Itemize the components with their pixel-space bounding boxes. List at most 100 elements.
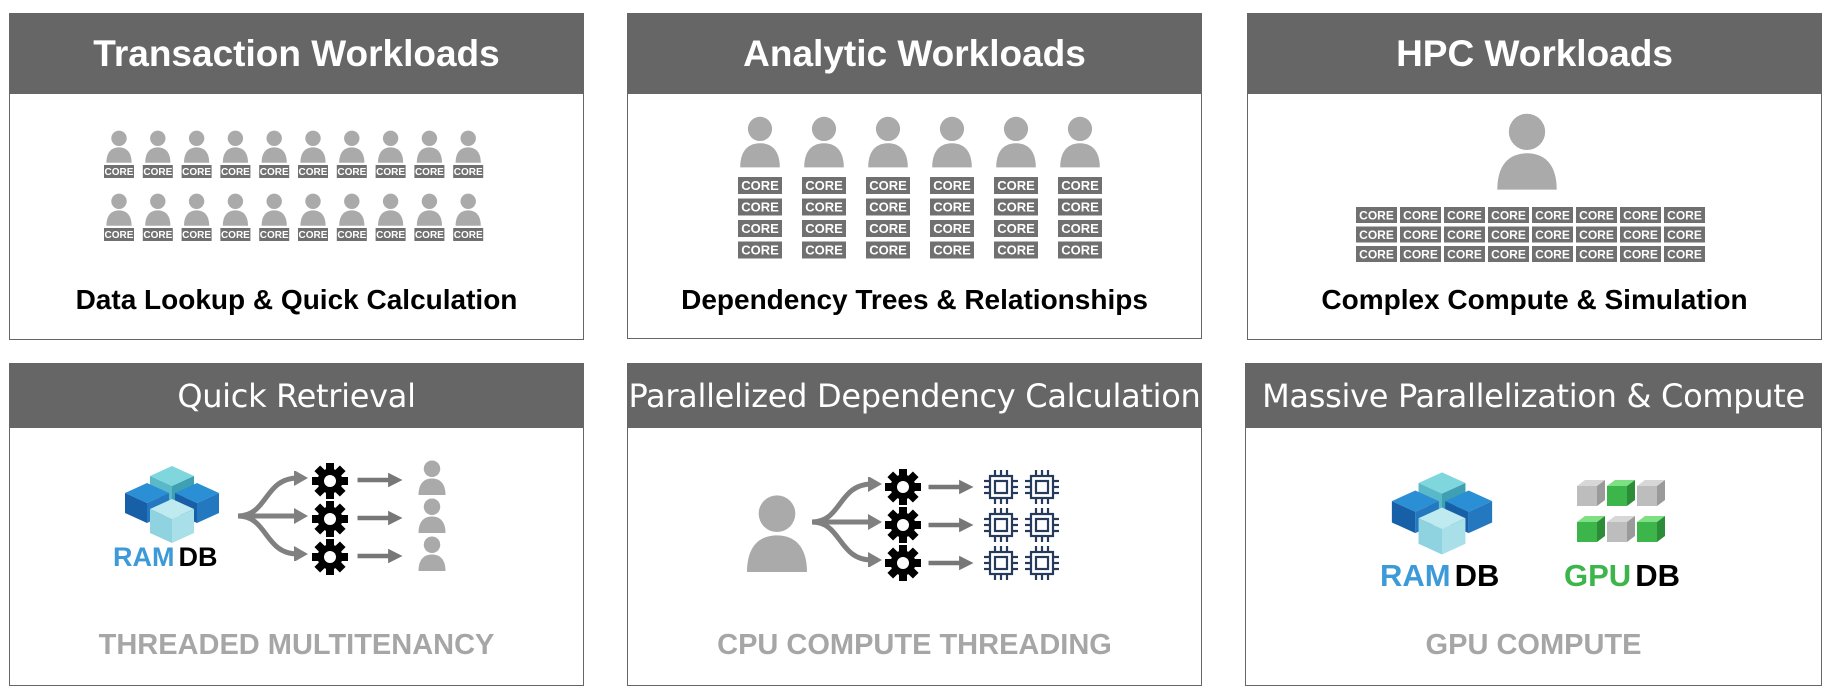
core-label: CORE [741,221,779,236]
panel-caption: CPU COMPUTE THREADING [717,629,1112,661]
panel-title: Quick Retrieval [10,364,583,428]
core-badge: CORE [453,165,484,178]
core-label: CORE [1403,208,1438,222]
core-badge: CORE [414,165,445,178]
user-icon [416,130,442,163]
core-label: CORE [105,167,134,178]
ram-label: RAM [1380,558,1451,593]
core-label: CORE [1667,228,1702,242]
core-badge: CORE [1664,246,1705,262]
core-label: CORE [1447,228,1482,242]
core-badge: CORE [1664,226,1705,243]
core-badge: CORE [104,165,134,178]
core-badge: CORE [994,177,1038,194]
user-icon [222,130,248,163]
db-label: DB [178,542,218,572]
core-label: CORE [1403,228,1438,242]
core-label: CORE [1491,228,1526,242]
user-icon [261,193,287,226]
core-badge: CORE [259,165,290,178]
cpu-chip-icon [1024,545,1060,581]
core-badge: CORE [298,228,328,241]
user-icon [300,130,326,163]
core-label: CORE [1667,208,1702,222]
core-badge: CORE [802,241,846,259]
core-badge: CORE [375,228,406,241]
ram-label: RAM [113,542,175,572]
core-label: CORE [1579,208,1614,222]
user-icon [184,130,210,163]
core-badge: CORE [181,228,212,241]
core-label: CORE [415,230,444,241]
core-label: CORE [1623,247,1658,261]
core-label: CORE [1061,178,1099,193]
core-badge: CORE [738,220,782,237]
core-label: CORE [741,178,779,193]
core-label: CORE [741,200,779,215]
ram-cubes-icon [125,466,219,543]
user-icon [378,130,404,163]
core-badge: CORE [1400,226,1441,243]
core-badge: CORE [1356,207,1397,223]
panel-caption: Dependency Trees & Relationships [681,284,1148,315]
core-badge: CORE [1532,207,1573,223]
user-icon [455,193,481,226]
core-label: CORE [1359,228,1394,242]
core-badge: CORE [1488,226,1529,243]
gpu-cubes-icon [1577,480,1665,542]
core-label: CORE [805,243,843,258]
transaction-users-cores-grid: CORE CORE CORE CORE CORE CORE CORE CORE CORE CORE… [104,130,484,241]
core-label: CORE [1403,247,1438,261]
user-icon [378,193,404,226]
user-icon [145,193,171,226]
user-icon [184,193,210,226]
cpu-chip-icon [983,545,1019,581]
panel-caption: Data Lookup & Quick Calculation [75,284,518,315]
core-badge: CORE [375,165,406,178]
core-badge: CORE [866,177,910,194]
core-label: CORE [805,221,843,236]
gear-icon [885,545,921,581]
core-badge: CORE [994,198,1038,216]
panel-title: Analytic Workloads [628,14,1201,94]
arrow-icon [358,511,403,525]
gear-icon [312,463,348,499]
cpu-chip-icon [983,469,1019,505]
gpu-label: GPU [1564,558,1632,593]
core-badge: CORE [336,228,367,241]
core-label: CORE [1447,247,1482,261]
core-label: CORE [1061,221,1099,236]
core-label: CORE [997,243,1035,258]
user-icon [804,116,844,168]
panel-title: Massive Parallelization & Compute [1246,364,1821,428]
core-badge: CORE [142,165,173,178]
core-badge: CORE [1620,207,1661,223]
core-badge: CORE [802,198,846,216]
core-label: CORE [1579,228,1614,242]
user-icon [416,193,442,226]
core-label: CORE [869,243,907,258]
core-label: CORE [1667,247,1702,261]
core-badge: CORE [220,228,251,241]
core-label: CORE [933,178,971,193]
core-label: CORE [1061,243,1099,258]
core-badge: CORE [930,241,974,259]
db-label: DB [1454,558,1500,593]
core-label: CORE [299,167,328,178]
core-label: CORE [1359,247,1394,261]
core-label: CORE [933,221,971,236]
core-label: CORE [143,167,172,178]
core-label: CORE [997,200,1035,215]
core-badge: CORE [1444,246,1485,262]
core-badge: CORE [1058,177,1102,194]
core-badge: CORE [1532,226,1573,243]
core-badge: CORE [866,241,910,259]
core-badge: CORE [298,165,328,178]
core-label: CORE [143,230,172,241]
user-icon [106,130,132,163]
core-label: CORE [1447,208,1482,222]
